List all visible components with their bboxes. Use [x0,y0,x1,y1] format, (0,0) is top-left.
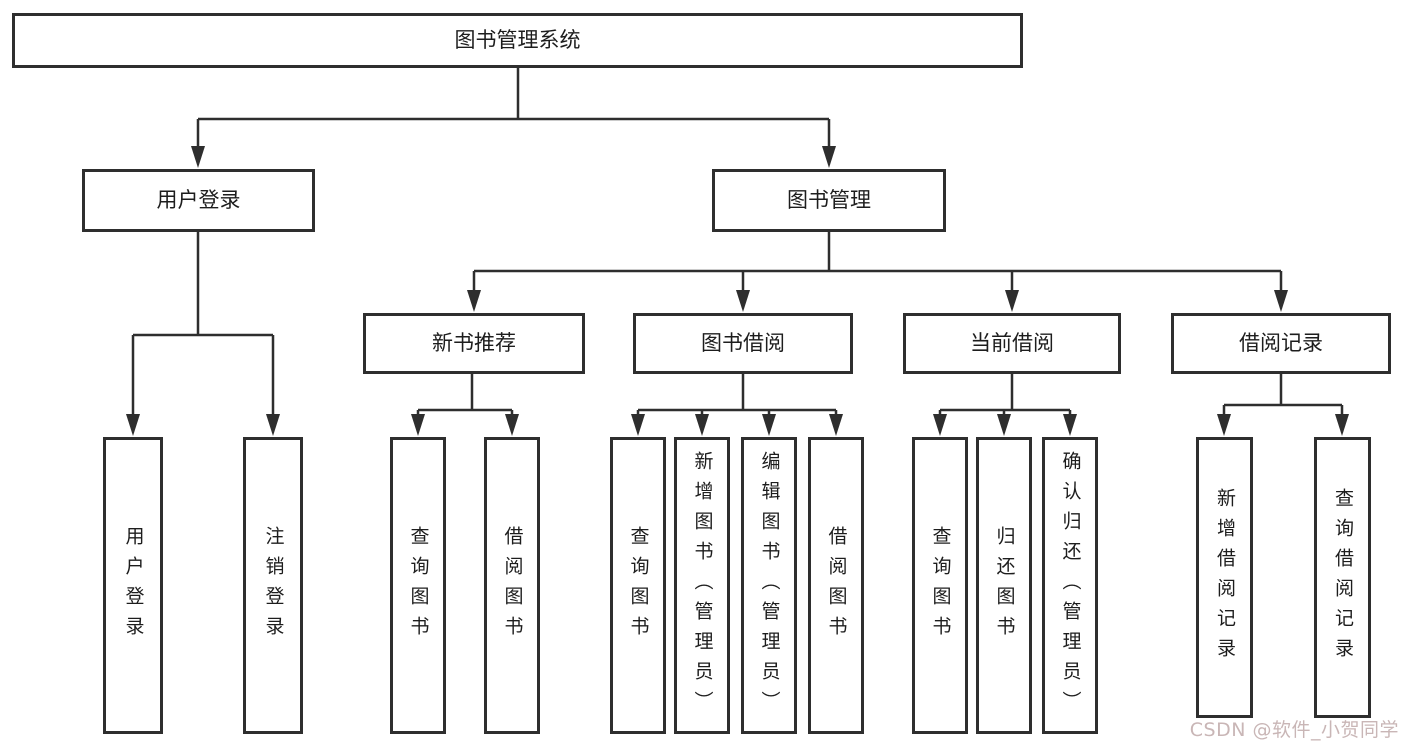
node-leaf-borrow-query-books-label: 查询图书 [627,525,650,646]
node-book-borrow: 图书借阅 [633,313,853,374]
node-leaf-logout: 注销登录 [243,437,303,734]
node-leaf-add-books-admin-label: 新增图书（管理员） [691,450,714,721]
node-leaf-query-borrow-record: 查询借阅记录 [1314,437,1371,718]
node-leaf-recommend-borrow-books: 借阅图书 [484,437,540,734]
node-leaf-user-login-label: 用户登录 [122,525,145,646]
node-new-book-recommend: 新书推荐 [363,313,585,374]
node-root: 图书管理系统 [12,13,1023,68]
node-new-book-recommend-label: 新书推荐 [432,331,516,355]
node-leaf-add-books-admin: 新增图书（管理员） [674,437,730,734]
node-leaf-add-borrow-record: 新增借阅记录 [1196,437,1253,718]
node-user-login: 用户登录 [82,169,315,232]
node-borrow-records-label: 借阅记录 [1239,331,1323,355]
node-borrow-records: 借阅记录 [1171,313,1391,374]
node-leaf-current-query-books: 查询图书 [912,437,968,734]
node-leaf-edit-books-admin-label: 编辑图书（管理员） [758,450,781,721]
node-leaf-borrow-books-label: 借阅图书 [825,525,848,646]
node-leaf-return-books-label: 归还图书 [993,525,1016,646]
node-leaf-recommend-query-books: 查询图书 [390,437,446,734]
node-leaf-return-books: 归还图书 [976,437,1032,734]
node-leaf-borrow-query-books: 查询图书 [610,437,666,734]
csdn-watermark: CSDN @软件_小贺同学 [1189,719,1399,741]
node-book-borrow-label: 图书借阅 [701,331,785,355]
node-leaf-borrow-books: 借阅图书 [808,437,864,734]
node-leaf-confirm-return-admin-label: 确认归还（管理员） [1059,450,1082,721]
node-root-label: 图书管理系统 [454,28,581,52]
node-current-borrow-label: 当前借阅 [970,331,1054,355]
node-leaf-current-query-books-label: 查询图书 [929,525,952,646]
node-current-borrow: 当前借阅 [903,313,1121,374]
node-book-mgmt: 图书管理 [712,169,946,232]
node-user-login-label: 用户登录 [156,188,241,212]
node-leaf-recommend-borrow-books-label: 借阅图书 [501,525,524,646]
node-leaf-query-borrow-record-label: 查询借阅记录 [1332,487,1354,668]
node-leaf-edit-books-admin: 编辑图书（管理员） [741,437,797,734]
node-leaf-recommend-query-books-label: 查询图书 [407,525,430,646]
node-book-mgmt-label: 图书管理 [787,188,871,212]
node-leaf-logout-label: 注销登录 [262,525,285,646]
node-leaf-confirm-return-admin: 确认归还（管理员） [1042,437,1098,734]
node-leaf-user-login: 用户登录 [103,437,163,734]
node-leaf-add-borrow-record-label: 新增借阅记录 [1214,487,1236,668]
